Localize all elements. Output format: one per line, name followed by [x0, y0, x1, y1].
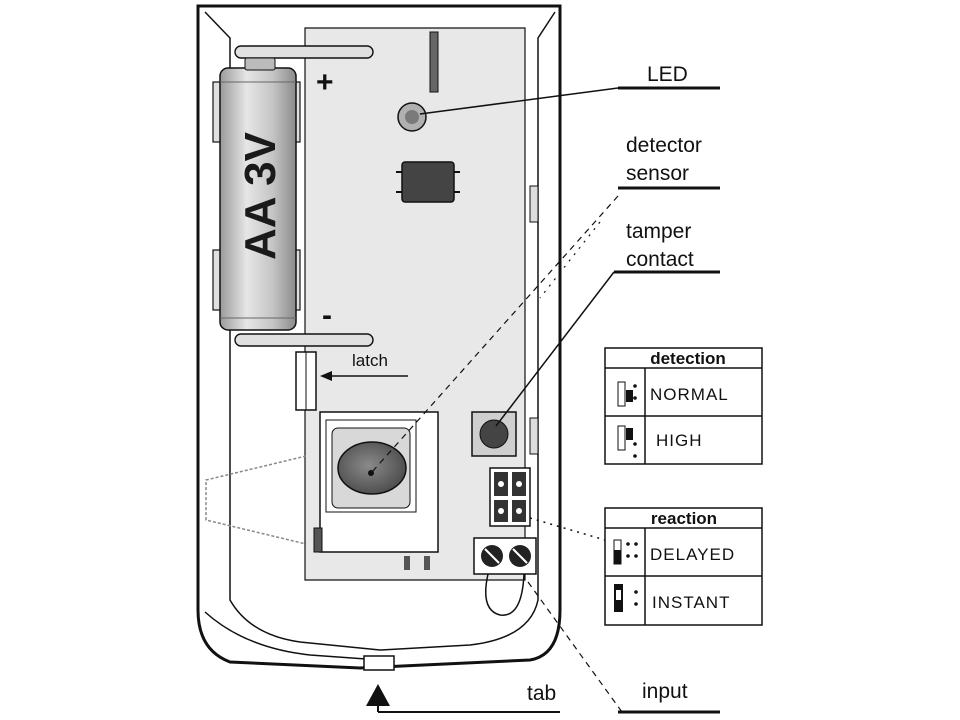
- detector-sensor-label-line1: detector: [626, 134, 702, 157]
- detector-sensor-label-line2: sensor: [626, 162, 689, 185]
- ic-chip: [396, 161, 460, 203]
- latch-label: latch: [352, 351, 388, 370]
- jumper-normal-icon: [617, 381, 637, 407]
- tamper-contact-label-line2: contact: [626, 248, 694, 271]
- detector-sensor: [313, 411, 439, 570]
- reaction-option-instant: INSTANT: [652, 593, 730, 612]
- input-terminal: [473, 537, 537, 616]
- tab: [363, 655, 395, 671]
- detection-option-high: HIGH: [656, 431, 703, 450]
- led-component: [397, 31, 439, 132]
- detection-table: detection NORMAL HIGH: [604, 347, 763, 465]
- detection-title: detection: [650, 349, 726, 368]
- plus-sign: +: [316, 66, 334, 99]
- jumper-instant-icon: [614, 584, 638, 612]
- tab-label: tab: [527, 682, 556, 705]
- tamper-contact-label-line1: tamper: [626, 220, 691, 243]
- input-label: input: [642, 680, 688, 703]
- detection-option-normal: NORMAL: [650, 385, 729, 404]
- led-label: LED: [647, 63, 688, 86]
- aa-battery: AA 3V: [219, 57, 297, 331]
- reaction-table: reaction DELAYED INSTANT: [604, 507, 763, 626]
- battery-label: AA 3V: [236, 131, 285, 260]
- reaction-title: reaction: [651, 509, 717, 528]
- jumper-high-icon: [617, 425, 637, 458]
- jumper-delayed-icon: [613, 539, 638, 565]
- latch: [295, 351, 317, 411]
- tab-arrow: [366, 684, 390, 706]
- minus-sign: -: [322, 299, 332, 332]
- mounting-outline: [205, 455, 307, 545]
- tamper-switch: [471, 411, 517, 457]
- jumper-block: [489, 467, 531, 527]
- reaction-option-delayed: DELAYED: [650, 545, 735, 564]
